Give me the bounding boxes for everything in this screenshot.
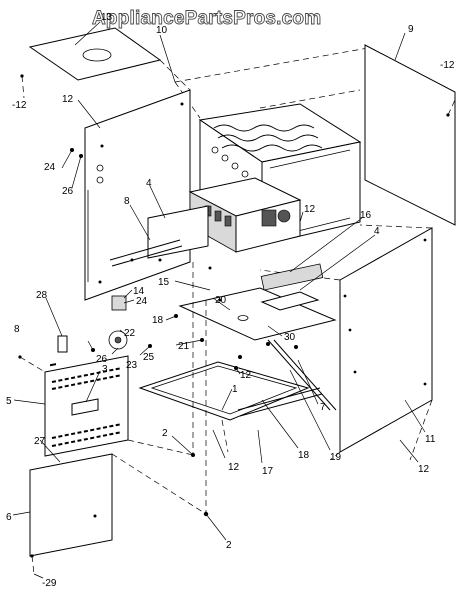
callout-2-bottom: 2: [226, 540, 232, 551]
assembly-lines: [19, 59, 456, 575]
callout-numbers: 13 10 9 12 -12 -12 24 26 4 8 12 16 4 28 …: [6, 12, 455, 589]
callout-16: 16: [360, 210, 372, 221]
top-panel: [20, 27, 162, 81]
upper-door: [44, 355, 129, 457]
callout-8-lower: 8: [14, 324, 20, 335]
callout-4-rail: 4: [374, 226, 380, 237]
callout-12-bottom-right: 12: [418, 464, 430, 475]
callout-24-lower: 24: [136, 296, 148, 307]
blower-deck: [178, 263, 337, 341]
callout-29: -29: [42, 578, 57, 589]
callout-20: 20: [215, 295, 227, 306]
callout-1: 1: [232, 384, 238, 395]
callout-30: 30: [284, 332, 296, 343]
small-parts: [18, 113, 450, 517]
callout-27: 27: [34, 436, 46, 447]
callout-3: 3: [102, 364, 108, 375]
callout-8-upper: 8: [124, 196, 130, 207]
louvers: [50, 363, 56, 367]
callout-12-top-left: -12: [12, 100, 27, 111]
callout-12-bottom-middle: 12: [228, 462, 240, 473]
callout-2-middle: 2: [162, 428, 168, 439]
callout-11: 11: [425, 434, 436, 445]
callout-7: 7: [320, 402, 326, 413]
callout-22: 22: [124, 328, 136, 339]
callout-10: 10: [156, 25, 168, 36]
filter-rack: [138, 361, 310, 421]
callout-12-exchanger: 12: [304, 204, 316, 215]
lower-door: [29, 453, 113, 558]
callout-18-upper: 18: [152, 315, 164, 326]
left-side-panel: [84, 89, 191, 301]
leader-lines: [12, 21, 426, 579]
callout-25: 25: [143, 352, 155, 363]
callout-23: 23: [126, 360, 138, 371]
callout-9: 9: [408, 24, 414, 35]
callout-12-bracket: 12: [240, 370, 252, 381]
callout-26-upper: 26: [62, 186, 74, 197]
callout-17: 17: [262, 466, 274, 477]
callout-4-shield: 4: [146, 178, 152, 189]
callout-28: 28: [36, 290, 48, 301]
watermark: AppliancePartsPros.com: [92, 8, 322, 30]
callout-19: 19: [330, 452, 342, 463]
rear-panel-right: [364, 44, 456, 226]
callout-21: 21: [178, 341, 190, 352]
callout-18-lower: 18: [298, 450, 310, 461]
callout-24-upper: 24: [44, 162, 56, 173]
callout-5: 5: [6, 396, 12, 407]
callout-12-left-panel: 12: [62, 94, 74, 105]
callout-13: 13: [101, 12, 113, 23]
callout-15: 15: [158, 277, 170, 288]
callout-6: 6: [6, 512, 12, 523]
callout-14: 14: [133, 286, 145, 297]
callout-12-top-right: -12: [440, 60, 455, 71]
callout-26-lower: 26: [96, 354, 108, 365]
